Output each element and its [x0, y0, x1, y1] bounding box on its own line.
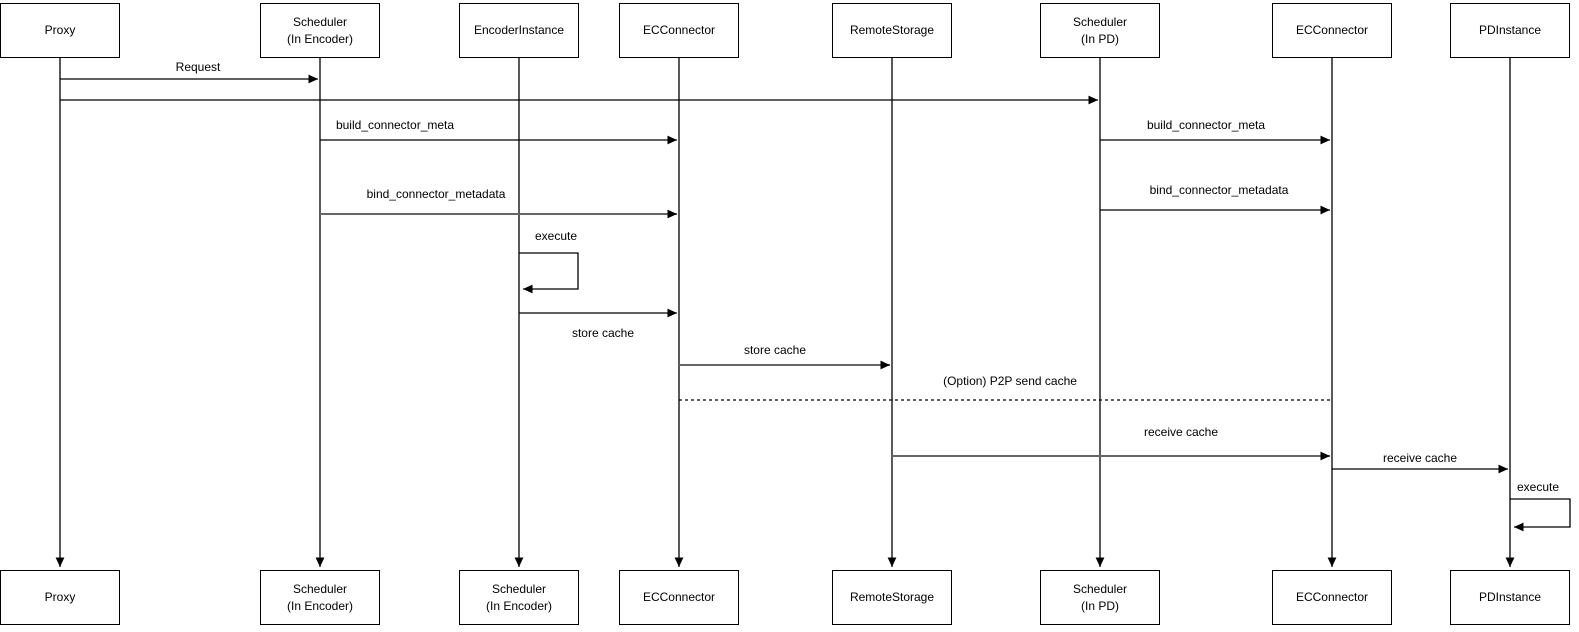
participant-label: Scheduler (In Encoder)	[286, 582, 354, 613]
participant-top-pd-instance: PDInstance	[1450, 3, 1570, 58]
participant-bottom-proxy: Proxy	[0, 570, 120, 625]
participant-bottom-pd-instance: PDInstance	[1450, 570, 1570, 625]
participant-bottom-scheduler-encoder-2: Scheduler (In Encoder)	[459, 570, 579, 625]
participant-label: RemoteStorage	[849, 590, 935, 605]
message-label-receive-cache-1: receive cache	[1143, 425, 1219, 439]
participant-label: Scheduler (In PD)	[1072, 15, 1128, 46]
participant-bottom-scheduler-pd: Scheduler (In PD)	[1040, 570, 1160, 625]
self-loop-execute-pd	[1510, 498, 1571, 532]
participant-label: Scheduler (In Encoder)	[485, 582, 553, 613]
message-label-store-cache-2: store cache	[743, 343, 807, 357]
message-label-build-connector-meta-left: build_connector_meta	[335, 118, 455, 132]
self-loop-execute-encoder	[519, 252, 579, 294]
message-label-execute-pd: execute	[1516, 480, 1560, 494]
participant-label: ECConnector	[1295, 23, 1369, 38]
participant-label: RemoteStorage	[849, 23, 935, 38]
message-label-p2p-send-cache: (Option) P2P send cache	[943, 374, 1077, 388]
participant-label: Proxy	[44, 23, 76, 38]
participant-label: PDInstance	[1478, 590, 1542, 605]
message-label-bind-connector-metadata-left: bind_connector_metadata	[366, 187, 506, 201]
participant-bottom-scheduler-encoder: Scheduler (In Encoder)	[260, 570, 380, 625]
message-label-build-connector-meta-right: build_connector_meta	[1146, 118, 1266, 132]
participant-top-ec-connector-enc: ECConnector	[619, 3, 739, 58]
participant-label: ECConnector	[642, 590, 716, 605]
participant-top-encoder-instance: EncoderInstance	[459, 3, 579, 58]
participant-bottom-ec-connector-enc: ECConnector	[619, 570, 739, 625]
message-label-bind-connector-metadata-right: bind_connector_metadata	[1149, 183, 1289, 197]
participant-label: PDInstance	[1478, 23, 1542, 38]
participant-top-scheduler-encoder: Scheduler (In Encoder)	[260, 3, 380, 58]
participant-bottom-remote-storage: RemoteStorage	[832, 570, 952, 625]
message-label-execute-encoder: execute	[534, 229, 578, 243]
participant-label: EncoderInstance	[473, 23, 565, 38]
participant-label: Scheduler (In PD)	[1072, 582, 1128, 613]
participant-label: ECConnector	[1295, 590, 1369, 605]
message-label-store-cache-1: store cache	[571, 326, 635, 340]
participant-label: Scheduler (In Encoder)	[286, 15, 354, 46]
participant-top-scheduler-pd: Scheduler (In PD)	[1040, 3, 1160, 58]
participant-bottom-ec-connector-pd: ECConnector	[1272, 570, 1392, 625]
participant-top-proxy: Proxy	[0, 3, 120, 58]
message-label-request: Request	[175, 60, 221, 74]
participant-label: Proxy	[44, 590, 76, 605]
participant-top-ec-connector-pd: ECConnector	[1272, 3, 1392, 58]
participant-label: ECConnector	[642, 23, 716, 38]
message-label-receive-cache-2: receive cache	[1382, 451, 1458, 465]
participant-top-remote-storage: RemoteStorage	[832, 3, 952, 58]
